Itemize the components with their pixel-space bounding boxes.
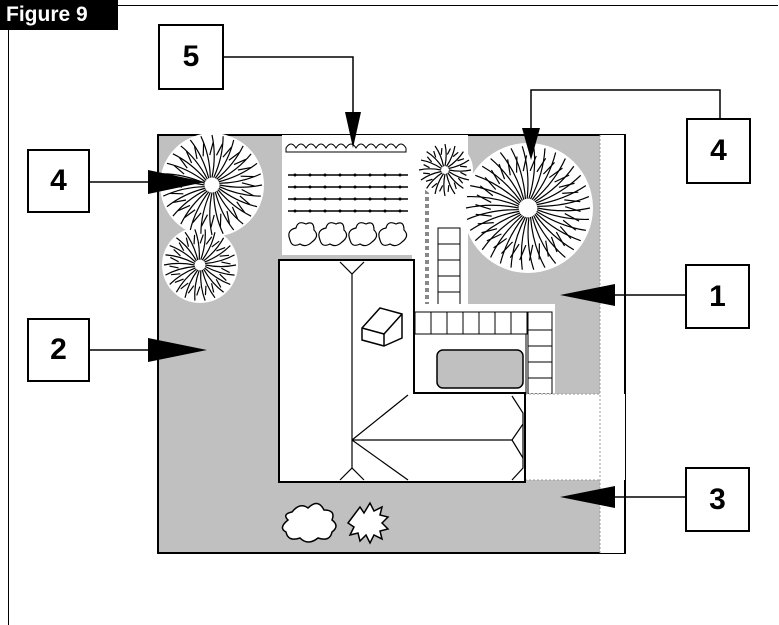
callout-2: 2 (27, 318, 90, 382)
tree-twig (205, 286, 206, 295)
tree-twig (460, 166, 467, 167)
tree-twig (220, 255, 229, 256)
tree-twig (423, 173, 430, 174)
tree-twig (171, 274, 180, 275)
pool (437, 350, 523, 388)
tree-small (417, 142, 473, 198)
tree-twig (194, 235, 195, 244)
callout-3: 3 (685, 467, 750, 532)
tree-left-lower (162, 227, 238, 303)
callout-1: 1 (685, 264, 750, 329)
callout-4-left: 4 (27, 149, 90, 213)
tree-right-large (463, 143, 593, 273)
tree-twig (441, 148, 442, 155)
stepping-pavers (438, 228, 460, 306)
tree-twig (448, 185, 449, 192)
callout-5: 5 (158, 24, 224, 90)
callout-4-right: 4 (686, 118, 751, 184)
